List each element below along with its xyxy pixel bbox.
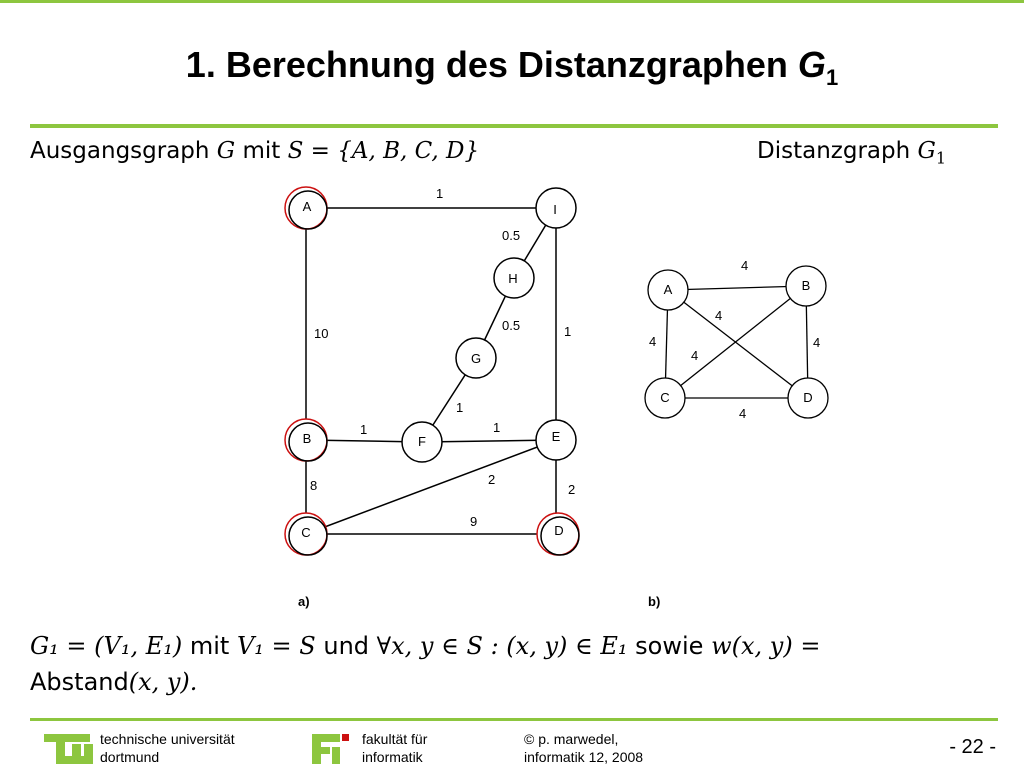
graph-b-label: b) bbox=[648, 594, 660, 609]
title-subscript: 1 bbox=[825, 65, 839, 91]
svg-text:I: I bbox=[553, 202, 557, 217]
svg-text:G: G bbox=[471, 351, 481, 366]
node-B: B bbox=[284, 418, 328, 462]
edgeb-B-C bbox=[664, 285, 807, 399]
footer-fak-line1: fakultät für bbox=[362, 731, 428, 747]
left-caption: Ausgangsgraph G mit S = {A, B, C, D} bbox=[30, 138, 479, 164]
edge-C-E bbox=[305, 439, 557, 535]
nodeb-B: B bbox=[785, 265, 827, 307]
formula-line-1: G₁ = (V₁, E₁) mit V₁ = S und ∀x, y ∈ S :… bbox=[30, 628, 990, 664]
svg-text:H: H bbox=[508, 271, 517, 286]
footer-uni-line2: dortmund bbox=[100, 749, 160, 765]
weight-F-E: 1 bbox=[493, 420, 500, 435]
footer-divider bbox=[30, 718, 998, 721]
page-number: - 22 - bbox=[949, 736, 996, 758]
right-caption-sub: 1 bbox=[935, 148, 947, 168]
weightb-B-D: 4 bbox=[813, 335, 820, 350]
svg-text:D: D bbox=[554, 523, 563, 538]
svg-text:D: D bbox=[803, 390, 812, 405]
svg-text:F: F bbox=[418, 434, 426, 449]
formula-mit: mit bbox=[182, 632, 237, 660]
node-E: E bbox=[535, 419, 577, 461]
footer-copy-line2: informatik 12, 2008 bbox=[524, 749, 644, 765]
weight-B-F: 1 bbox=[360, 422, 367, 437]
svg-text:E: E bbox=[552, 429, 561, 444]
top-accent-line bbox=[0, 0, 1024, 3]
formula-abstand: Abstand bbox=[30, 668, 129, 696]
svg-text:C: C bbox=[660, 390, 669, 405]
right-caption-prefix: Distanzgraph bbox=[757, 138, 918, 164]
weight-E-D: 2 bbox=[568, 482, 575, 497]
footer-faculty: fakultät für informatik bbox=[362, 730, 427, 766]
edge-F-E bbox=[421, 439, 557, 443]
node-A: A bbox=[284, 186, 328, 230]
footer-uni-line1: technische universität bbox=[100, 731, 235, 747]
nodeb-A: A bbox=[647, 269, 689, 311]
footer-university: technische universität dortmund bbox=[100, 730, 235, 766]
node-C: C bbox=[284, 512, 328, 556]
weight-A-B: 10 bbox=[314, 326, 328, 341]
left-caption-prefix: Ausgangsgraph bbox=[30, 138, 217, 164]
svg-text:C: C bbox=[301, 525, 310, 540]
weight-A-I: 1 bbox=[436, 186, 443, 201]
formula-v1: V₁ = S bbox=[236, 632, 316, 660]
fi-logo-icon bbox=[312, 734, 349, 764]
svg-text:B: B bbox=[303, 431, 312, 446]
footer-copy-line1: © p. marwedel, bbox=[524, 731, 619, 747]
formula-forall: ∀x, y ∈ S : (x, y) ∈ E₁ bbox=[376, 632, 628, 660]
weight-I-H: 0.5 bbox=[502, 228, 520, 243]
graph-b bbox=[664, 285, 809, 399]
node-D: D bbox=[536, 512, 580, 556]
title-symbol: G bbox=[797, 44, 826, 85]
weightb-A-D: 4 bbox=[715, 308, 722, 323]
svg-text:A: A bbox=[664, 282, 673, 297]
formula-xy: (x, y). bbox=[128, 668, 198, 696]
nodeb-D: D bbox=[787, 377, 829, 419]
left-caption-set: S = {A, B, C, D} bbox=[287, 138, 480, 164]
nodeb-C: C bbox=[644, 377, 686, 419]
weight-H-G: 0.5 bbox=[502, 318, 520, 333]
node-I: I bbox=[535, 187, 577, 229]
left-caption-mit: mit bbox=[235, 138, 288, 164]
page-title: 1. Berechnung des Distanzgraphen G1 bbox=[0, 44, 1024, 91]
formula-weight: w(x, y) = bbox=[711, 632, 821, 660]
weight-G-F: 1 bbox=[456, 400, 463, 415]
formula-sowie: sowie bbox=[627, 632, 712, 660]
weightb-B-C: 4 bbox=[691, 348, 698, 363]
tu-logo-icon bbox=[44, 734, 93, 764]
formula-und: und bbox=[315, 632, 377, 660]
node-F: F bbox=[401, 421, 443, 463]
footer-fak-line2: informatik bbox=[362, 749, 423, 765]
weight-B-C: 8 bbox=[310, 478, 317, 493]
weight-C-D: 9 bbox=[470, 514, 477, 529]
weight-C-E: 2 bbox=[488, 472, 495, 487]
weightb-A-B: 4 bbox=[741, 258, 748, 273]
header-divider bbox=[30, 124, 998, 128]
edgeb-A-B bbox=[667, 285, 807, 291]
definition-formula: G₁ = (V₁, E₁) mit V₁ = S und ∀x, y ∈ S :… bbox=[30, 628, 990, 700]
weightb-C-D: 4 bbox=[739, 406, 746, 421]
svg-text:A: A bbox=[303, 199, 312, 214]
left-caption-g: G bbox=[216, 138, 236, 164]
graph-a-label: a) bbox=[298, 594, 310, 609]
svg-text:B: B bbox=[802, 278, 811, 293]
right-caption: Distanzgraph G1 bbox=[757, 138, 946, 168]
formula-g1-def: G₁ = (V₁, E₁) bbox=[30, 632, 183, 660]
weightb-A-C: 4 bbox=[649, 334, 656, 349]
weight-I-E: 1 bbox=[564, 324, 571, 339]
footer-copyright: © p. marwedel, informatik 12, 2008 bbox=[524, 730, 643, 766]
formula-line-2: Abstand(x, y). bbox=[30, 664, 990, 700]
footer-logos bbox=[44, 734, 349, 764]
edgeb-A-D bbox=[667, 289, 809, 399]
node-H: H bbox=[493, 257, 535, 299]
right-caption-g: G bbox=[917, 138, 936, 164]
node-G: G bbox=[455, 337, 497, 379]
title-text: 1. Berechnung des Distanzgraphen bbox=[185, 44, 798, 85]
